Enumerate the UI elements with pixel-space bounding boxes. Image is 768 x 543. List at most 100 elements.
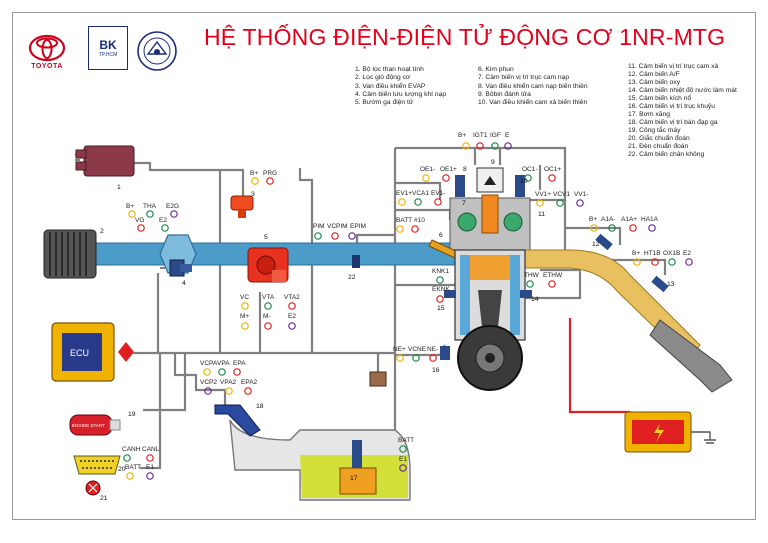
diagram-title: HỆ THỐNG ĐIỆN-ĐIỆN TỬ ĐỘNG CƠ 1NR-MTG xyxy=(204,24,726,50)
legend-item: 5. Bướm ga điện tử xyxy=(355,99,414,107)
label-e2g: E2G xyxy=(166,203,180,210)
component-number-14: 14 xyxy=(531,296,539,303)
legend-item: 6. Kim phun xyxy=(478,66,514,73)
legend-item: 9. Bôbin đánh lửa xyxy=(478,90,531,98)
component-number-22: 22 xyxy=(348,274,356,281)
bk-logo: BK TP.HCM xyxy=(88,26,128,70)
label-mplus: M+ xyxy=(240,313,250,320)
label-epa2: EPA2 xyxy=(241,379,258,386)
legend-item: 3. Van điều khiển EVAP xyxy=(355,82,426,90)
label-tha: THA xyxy=(143,203,156,210)
label-vg: VG xyxy=(135,217,145,224)
air-filter xyxy=(43,229,97,279)
charcoal-canister xyxy=(75,145,135,177)
label-ox1b: OX1B xyxy=(663,250,681,257)
component-number-13: 13 xyxy=(667,281,675,288)
label-neminus: NE- xyxy=(427,346,439,353)
component-number-3: 3 xyxy=(251,191,255,198)
toyota-logo: TOYOTA xyxy=(26,28,68,74)
label-vcpa: VCPA xyxy=(200,360,218,367)
legend-column-1: 1. Bộ lọc than hoạt tính 2. Lọc gió động… xyxy=(355,66,446,107)
label-vpa: VPA xyxy=(217,360,230,367)
faculty-seal-icon xyxy=(137,31,177,71)
legend-column-3: 11. Cảm biến vị trí trục cam xả 12. Cảm … xyxy=(628,63,746,159)
legend-item: 7. Cảm biến vị trí trục cam nạp xyxy=(478,74,570,82)
cylinder-head xyxy=(449,167,531,251)
label-vca1: VCA1 xyxy=(412,190,429,197)
label-oc1minus: OC1- xyxy=(522,166,538,173)
label-e2-ox: E2 xyxy=(683,250,691,257)
label-vv1plus: VV1+ xyxy=(535,191,552,198)
label-e-ign: E xyxy=(505,132,510,139)
component-number-8: 8 xyxy=(463,166,467,173)
check-engine-light xyxy=(85,480,101,496)
component-number-18: 18 xyxy=(256,403,264,410)
label-vv1minus: VV1- xyxy=(574,191,589,198)
legend-item: 13. Cảm biến oxy xyxy=(628,79,681,86)
label-vcpim: VCPIM xyxy=(327,223,348,230)
accelerator-pedal xyxy=(214,404,261,437)
label-bplus-af: B+ xyxy=(589,216,598,223)
label-eknk: EKNK xyxy=(432,286,450,293)
component-number-5: 5 xyxy=(264,234,268,241)
legend-item: 21. Đèn chuẩn đoán xyxy=(628,143,689,150)
label-a1a-plus: A1A+ xyxy=(621,216,638,223)
legend-item: 14. Cảm biến nhiệt độ nước làm mát xyxy=(628,87,737,94)
engine-block xyxy=(454,249,526,391)
bk-subtext: TP.HCM xyxy=(98,51,118,58)
faculty-seal-logo xyxy=(136,28,178,74)
label-oe1plus: OE1+ xyxy=(440,166,457,173)
legend-item: 11. Cảm biến vị trí trục cam xả xyxy=(628,63,719,70)
label-vcne: VCNE xyxy=(408,346,427,353)
label-vpa2: VPA2 xyxy=(220,379,237,386)
legend-item: 20. Giắc chuẩn đoán xyxy=(628,135,690,142)
label-mminus: M- xyxy=(263,313,271,320)
component-number-10: 10 xyxy=(520,178,528,185)
label-epim: EPIM xyxy=(350,223,366,230)
vacuum-sensor xyxy=(352,255,360,268)
legend-item: 4. Cảm biến lưu lượng khí nạp xyxy=(355,90,447,98)
label-batt-pump: BATT xyxy=(398,437,415,444)
component-number-6: 6 xyxy=(439,232,443,239)
legend-item: 17. Bơm xăng xyxy=(628,111,670,118)
evap-valve xyxy=(230,195,254,218)
ecu-label: ECU xyxy=(70,348,90,358)
label-batt-dlc: BATT xyxy=(125,464,142,471)
throttle-body xyxy=(247,247,289,283)
component-number-4: 4 xyxy=(182,280,186,287)
label-batt-inj: BATT xyxy=(396,217,413,224)
label-bplus-ign: B+ xyxy=(458,132,467,139)
label-vcv1: VCV1 xyxy=(553,191,570,198)
component-number-11: 11 xyxy=(538,211,546,218)
label-oe1minus: OE1- xyxy=(420,166,436,173)
legend-item: 22. Cảm biến chân không xyxy=(628,151,705,158)
legend-item: 19. Công tắc máy xyxy=(628,127,681,134)
legend-item: 1. Bộ lọc than hoạt tính xyxy=(355,66,424,73)
label-e2-tps: E2 xyxy=(288,313,296,320)
label-pim: PIM xyxy=(313,223,325,230)
ecu-module xyxy=(51,322,134,382)
connector-pins xyxy=(123,142,693,480)
knock-sensor xyxy=(444,290,456,298)
legend-column-2: 6. Kim phun 7. Cảm biến vị trí trục cam … xyxy=(478,66,588,107)
label-epa: EPA xyxy=(233,360,246,367)
component-number-15: 15 xyxy=(437,305,445,312)
label-inj10: #10 xyxy=(414,217,425,224)
component-number-2: 2 xyxy=(100,228,104,235)
bk-wordmark: BK xyxy=(99,37,117,52)
label-bplus-prg: B+ xyxy=(250,170,259,177)
label-knk1: KNK1 xyxy=(432,268,449,275)
label-vc: VC xyxy=(240,294,250,301)
crank-position-sensor xyxy=(440,346,450,360)
label-ev1plus: EV1+ xyxy=(396,190,413,197)
label-igf: IGF xyxy=(490,132,501,139)
label-e1-dlc: E1 xyxy=(146,464,154,471)
component-number-9: 9 xyxy=(491,159,495,166)
component-number-7: 7 xyxy=(462,200,466,207)
label-canh: CANH xyxy=(122,446,141,453)
component-number-19: 19 xyxy=(128,411,136,418)
legend-item: 10. Van điều khiển cam xả biến thiên xyxy=(478,99,588,107)
label-oc1plus: OC1+ xyxy=(544,166,562,173)
label-e2-maf: E2 xyxy=(159,217,167,224)
